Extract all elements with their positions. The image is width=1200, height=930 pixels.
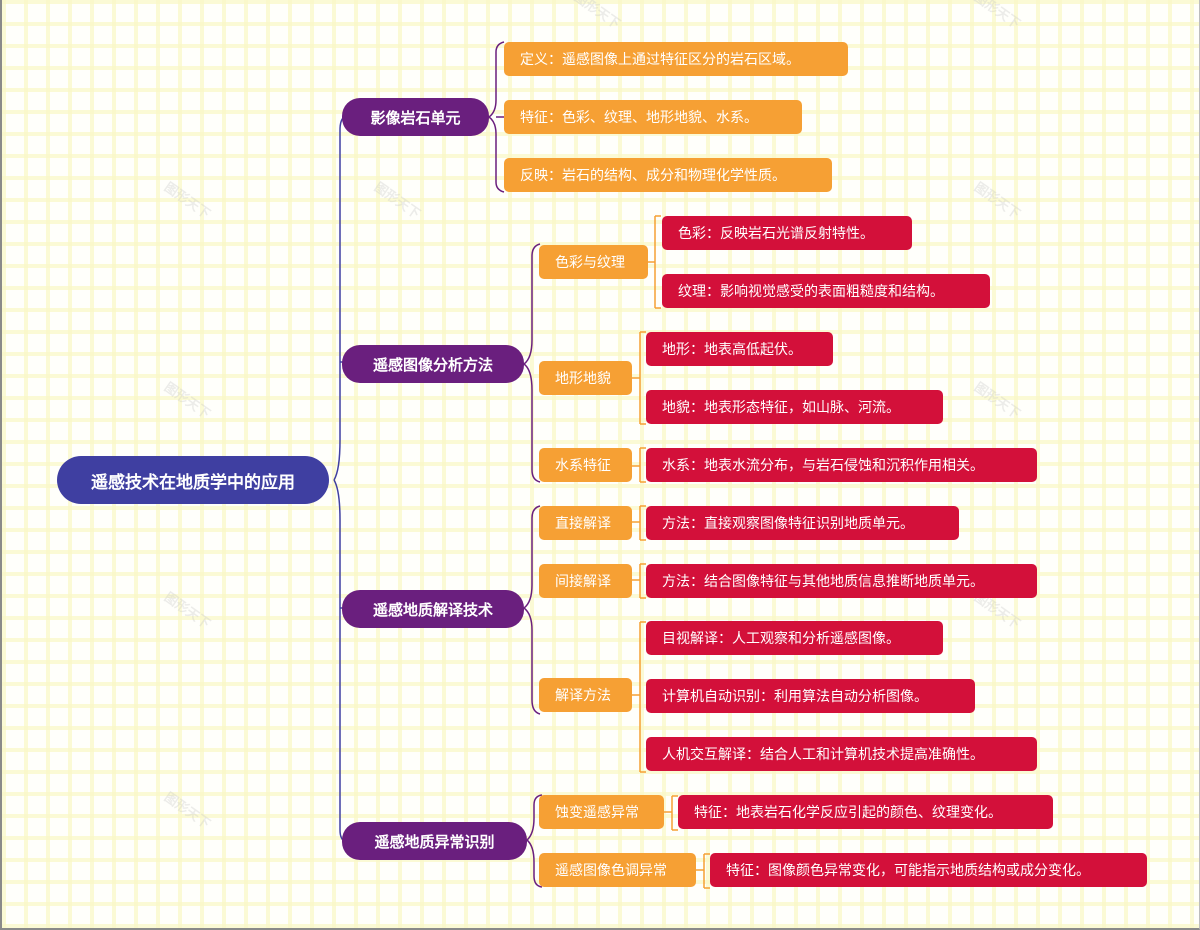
sub-landform[interactable]: 地形地貌 xyxy=(539,361,632,395)
branch-imaging-rock-unit[interactable]: 影像岩石单元 xyxy=(342,98,489,136)
detail-direct-method[interactable]: 方法：直接观察图像特征识别地质单元。 xyxy=(646,506,959,540)
detail-human-computer[interactable]: 人机交互解译：结合人工和计算机技术提高准确性。 xyxy=(646,737,1037,771)
root-topic[interactable]: 遥感技术在地质学中的应用 xyxy=(57,456,329,504)
sub-interpretation-methods[interactable]: 解译方法 xyxy=(539,678,632,712)
detail-auto-recognition[interactable]: 计算机自动识别：利用算法自动分析图像。 xyxy=(646,679,975,713)
sub-indirect-interpretation[interactable]: 间接解译 xyxy=(539,564,632,598)
branch-interpretation[interactable]: 遥感地质解译技术 xyxy=(342,590,524,628)
leaf-definition[interactable]: 定义：遥感图像上通过特征区分的岩石区域。 xyxy=(504,42,848,76)
detail-texture[interactable]: 纹理：影响视觉感受的表面粗糙度和结构。 xyxy=(662,274,990,308)
detail-indirect-method[interactable]: 方法：结合图像特征与其他地质信息推断地质单元。 xyxy=(646,564,1037,598)
sub-drainage[interactable]: 水系特征 xyxy=(539,448,632,482)
branch-anomaly-detection[interactable]: 遥感地质异常识别 xyxy=(342,822,527,860)
detail-drainage[interactable]: 水系：地表水流分布，与岩石侵蚀和沉积作用相关。 xyxy=(646,448,1037,482)
detail-geomorphology[interactable]: 地貌：地表形态特征，如山脉、河流。 xyxy=(646,390,943,424)
sub-direct-interpretation[interactable]: 直接解译 xyxy=(539,506,632,540)
detail-visual-interpretation[interactable]: 目视解译：人工观察和分析遥感图像。 xyxy=(646,621,943,655)
branch-image-analysis[interactable]: 遥感图像分析方法 xyxy=(342,345,524,383)
detail-terrain[interactable]: 地形：地表高低起伏。 xyxy=(646,332,833,366)
sub-tone-anomaly[interactable]: 遥感图像色调异常 xyxy=(539,853,696,887)
sub-alteration-anomaly[interactable]: 蚀变遥感异常 xyxy=(539,795,664,829)
leaf-features[interactable]: 特征：色彩、纹理、地形地貌、水系。 xyxy=(504,100,802,134)
detail-tone-feature[interactable]: 特征：图像颜色异常变化，可能指示地质结构或成分变化。 xyxy=(710,853,1147,887)
detail-alteration-feature[interactable]: 特征：地表岩石化学反应引起的颜色、纹理变化。 xyxy=(678,795,1053,829)
detail-color[interactable]: 色彩：反映岩石光谱反射特性。 xyxy=(662,216,912,250)
sub-color-texture[interactable]: 色彩与纹理 xyxy=(539,245,648,279)
leaf-reflection[interactable]: 反映：岩石的结构、成分和物理化学性质。 xyxy=(504,158,832,192)
